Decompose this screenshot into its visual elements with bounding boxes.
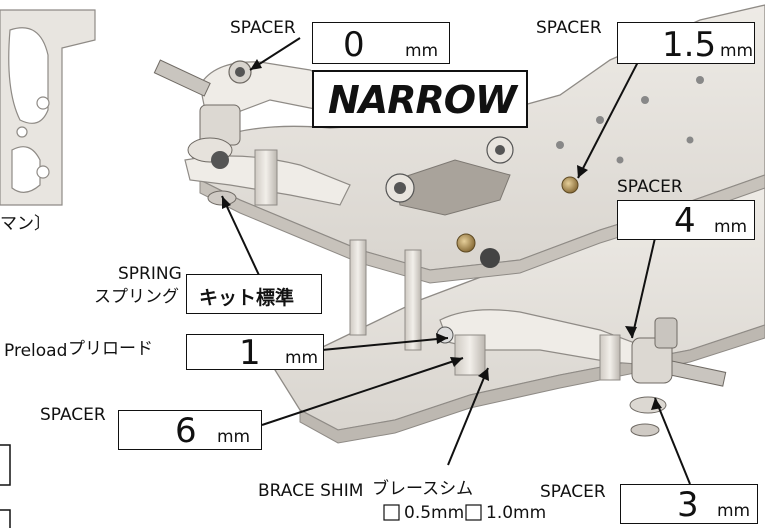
thumbnail-caption: マン〕 bbox=[0, 214, 51, 234]
right-hub bbox=[629, 317, 727, 437]
spacer-box-right-mid: 4 mm bbox=[617, 200, 755, 240]
leader-arrowheads bbox=[222, 59, 662, 410]
leader-lines bbox=[221, 37, 691, 485]
spacer-unit-right-low: mm bbox=[717, 501, 751, 521]
spacer-value-front: 0 bbox=[343, 25, 365, 65]
shim-checkbox-1[interactable] bbox=[383, 504, 400, 521]
spacer-box-front: 0 mm bbox=[312, 22, 450, 64]
spacer-box-right-low: 3 mm bbox=[620, 484, 758, 524]
shim-option-2-label: 1.0mm bbox=[486, 503, 547, 523]
left-partial-box-1 bbox=[0, 444, 11, 486]
spring-value: キット標準 bbox=[199, 287, 295, 309]
spacer-unit-right-top: mm bbox=[720, 41, 754, 61]
spacer-value-right-low: 3 bbox=[677, 485, 699, 525]
spring-label-jp: スプリング bbox=[94, 287, 179, 307]
spacer-label-left-low: SPACER bbox=[40, 405, 106, 425]
left-thumbnail-plate bbox=[0, 9, 96, 206]
narrow-text: NARROW bbox=[328, 78, 517, 122]
spacer-value-right-mid: 4 bbox=[674, 201, 696, 241]
left-partial-box-2 bbox=[0, 509, 11, 528]
spacer-unit-left-low: mm bbox=[217, 427, 251, 447]
spacer-value-right-top: 1.5 bbox=[662, 25, 717, 65]
spring-box: キット標準 bbox=[186, 274, 322, 314]
spacer-value-left-low: 6 bbox=[175, 411, 197, 451]
spacer-box-left-low: 6 mm bbox=[118, 410, 262, 450]
narrow-badge: NARROW bbox=[312, 70, 528, 128]
spacer-label-right-top: SPACER bbox=[536, 18, 602, 38]
spacer-unit-right-mid: mm bbox=[714, 217, 748, 237]
brace-shim-label-en: BRACE SHIM bbox=[258, 481, 364, 501]
brace-shim-label-jp: ブレースシム bbox=[372, 479, 474, 499]
spacer-label-front: SPACER bbox=[230, 18, 296, 38]
shim-option-1-label: 0.5mm bbox=[404, 503, 465, 523]
bearings bbox=[211, 136, 579, 344]
preload-unit: mm bbox=[285, 348, 319, 368]
preload-label-en: Preload bbox=[4, 341, 68, 361]
standoff-posts bbox=[254, 149, 621, 381]
spacer-unit-front: mm bbox=[405, 41, 439, 61]
spacer-box-right-top: 1.5 mm bbox=[617, 22, 755, 64]
preload-label-jp: プリロード bbox=[68, 339, 153, 359]
preload-value: 1 bbox=[239, 333, 261, 373]
spacer-label-right-mid: SPACER bbox=[617, 177, 683, 197]
spacer-label-right-low: SPACER bbox=[540, 482, 606, 502]
spring-label-en: SPRING bbox=[118, 264, 182, 284]
shim-checkbox-2[interactable] bbox=[465, 504, 482, 521]
preload-box: 1 mm bbox=[186, 334, 324, 370]
